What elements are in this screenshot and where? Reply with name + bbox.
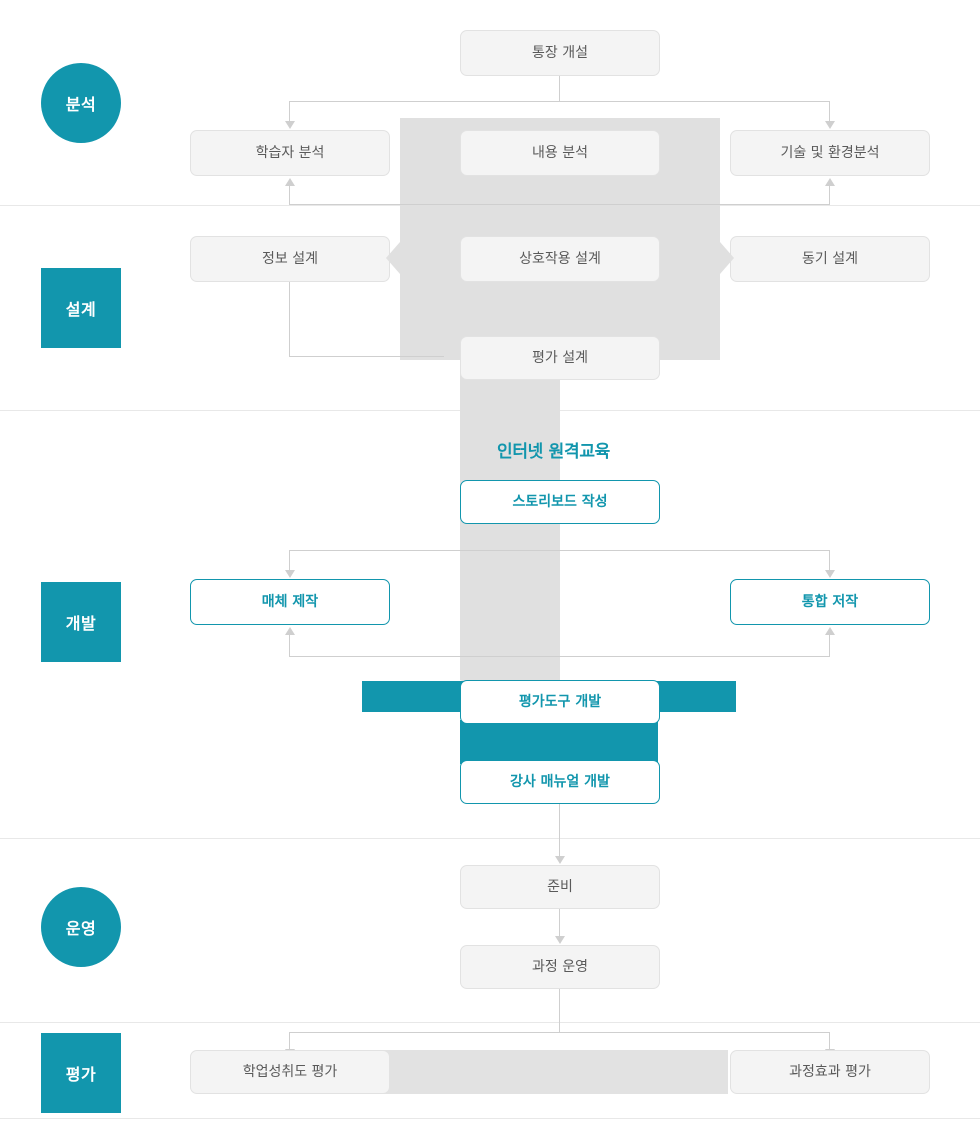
node-label: 상호작용 설계 bbox=[519, 250, 601, 267]
node-motivation-design[interactable]: 동기 설계 bbox=[730, 236, 930, 282]
node-label: 통장 개설 bbox=[532, 44, 588, 61]
connector-analysis-left-return bbox=[289, 204, 560, 205]
connector-design-left-run bbox=[289, 356, 444, 357]
connector-analysis-left-drop bbox=[289, 101, 290, 121]
arrow-up-analysis-right bbox=[825, 178, 835, 186]
phase-badge-design: 설계 bbox=[41, 268, 121, 348]
arrow-down-development-right bbox=[825, 570, 835, 578]
node-achievement-evaluation[interactable]: 학업성취도 평가 bbox=[190, 1050, 390, 1094]
node-media-production[interactable]: 매체 제작 bbox=[190, 579, 390, 625]
node-preparation[interactable]: 준비 bbox=[460, 865, 660, 909]
arrow-down-analysis-right bbox=[825, 121, 835, 129]
node-information-design[interactable]: 정보 설계 bbox=[190, 236, 390, 282]
teal-band-manual bbox=[460, 720, 658, 764]
node-integrated-authoring[interactable]: 통합 저작 bbox=[730, 579, 930, 625]
node-label: 학습자 분석 bbox=[255, 144, 325, 161]
node-label: 평가 설계 bbox=[532, 349, 588, 366]
node-label: 매체 제작 bbox=[261, 593, 319, 610]
node-label: 과정효과 평가 bbox=[789, 1063, 871, 1080]
connector-development-left-drop bbox=[289, 550, 290, 570]
connector-development-right-drop bbox=[829, 550, 830, 570]
arrow-up-development-left bbox=[285, 627, 295, 635]
phase-label-analysis: 분석 bbox=[65, 95, 97, 114]
phase-label-evaluation: 평가 bbox=[65, 1065, 97, 1084]
connector-analysis-right-riser bbox=[829, 186, 830, 205]
node-label: 정보 설계 bbox=[262, 250, 318, 267]
node-course-effect-evaluation[interactable]: 과정효과 평가 bbox=[730, 1050, 930, 1094]
phase-badge-operation: 운영 bbox=[41, 887, 121, 967]
connector-design-left-drop bbox=[289, 282, 290, 356]
divider-bottom bbox=[0, 1118, 980, 1119]
arrow-down-to-prepare bbox=[555, 856, 565, 864]
connector-evaluation-right-drop bbox=[829, 1032, 830, 1049]
node-label: 통합 저작 bbox=[801, 593, 859, 610]
node-label: 동기 설계 bbox=[802, 250, 858, 267]
arrow-up-development-right bbox=[825, 627, 835, 635]
node-assessment-tool-development[interactable]: 평가도구 개발 bbox=[460, 680, 660, 724]
node-label: 스토리보드 작성 bbox=[512, 493, 608, 510]
node-label: 기술 및 환경분석 bbox=[780, 144, 880, 161]
node-evaluation-design[interactable]: 평가 설계 bbox=[460, 336, 660, 380]
connector-manual-to-prepare bbox=[559, 804, 560, 856]
node-content-analysis[interactable]: 내용 분석 bbox=[460, 130, 660, 176]
phase-label-operation: 운영 bbox=[65, 919, 97, 938]
connector-development-left-return bbox=[289, 656, 560, 657]
connector-analysis-right-return bbox=[559, 204, 830, 205]
connector-analysis-right-drop bbox=[829, 101, 830, 121]
phase-badge-analysis: 분석 bbox=[41, 63, 121, 143]
connector-analysis-left-riser bbox=[289, 186, 290, 205]
phase-label-development: 개발 bbox=[65, 614, 97, 633]
connector-development-right-riser bbox=[829, 635, 830, 657]
phase-badge-evaluation: 평가 bbox=[41, 1033, 121, 1113]
connector-evaluation-bus bbox=[289, 1032, 830, 1033]
node-interaction-design[interactable]: 상호작용 설계 bbox=[460, 236, 660, 282]
phase-badge-development: 개발 bbox=[41, 582, 121, 662]
evaluation-connector-band bbox=[380, 1050, 728, 1094]
node-label: 학업성취도 평가 bbox=[242, 1063, 338, 1080]
section-title-internet-distance-education: 인터넷 원격교육 bbox=[497, 442, 610, 462]
arrow-down-to-run bbox=[555, 936, 565, 944]
funnel-side-tip-left bbox=[386, 242, 400, 274]
divider-development-operation bbox=[0, 838, 980, 839]
connector-development-right-return bbox=[559, 656, 830, 657]
node-instructor-manual-development[interactable]: 강사 매뉴얼 개발 bbox=[460, 760, 660, 804]
node-label: 과정 운영 bbox=[532, 958, 588, 975]
node-learner-analysis[interactable]: 학습자 분석 bbox=[190, 130, 390, 176]
arrow-down-analysis-left bbox=[285, 121, 295, 129]
arrow-up-analysis-left bbox=[285, 178, 295, 186]
node-account-opening[interactable]: 통장 개설 bbox=[460, 30, 660, 76]
connector-evaluation-left-drop bbox=[289, 1032, 290, 1049]
connector-development-left-riser bbox=[289, 635, 290, 657]
node-storyboard[interactable]: 스토리보드 작성 bbox=[460, 480, 660, 524]
node-tech-env-analysis[interactable]: 기술 및 환경분석 bbox=[730, 130, 930, 176]
connector-development-bus bbox=[289, 550, 830, 551]
arrow-down-development-left bbox=[285, 570, 295, 578]
connector-top-stem bbox=[559, 76, 560, 102]
connector-prepare-to-run bbox=[559, 909, 560, 936]
node-label: 강사 매뉴얼 개발 bbox=[510, 773, 610, 790]
node-label: 평가도구 개발 bbox=[518, 693, 602, 710]
funnel-side-tip-right bbox=[720, 242, 734, 274]
node-label: 준비 bbox=[547, 878, 573, 895]
node-label: 내용 분석 bbox=[532, 144, 588, 161]
node-course-operation[interactable]: 과정 운영 bbox=[460, 945, 660, 989]
phase-label-design: 설계 bbox=[65, 300, 97, 319]
divider-operation-evaluation bbox=[0, 1022, 980, 1023]
connector-operation-stem bbox=[559, 989, 560, 1033]
connector-analysis-bus bbox=[289, 101, 830, 102]
